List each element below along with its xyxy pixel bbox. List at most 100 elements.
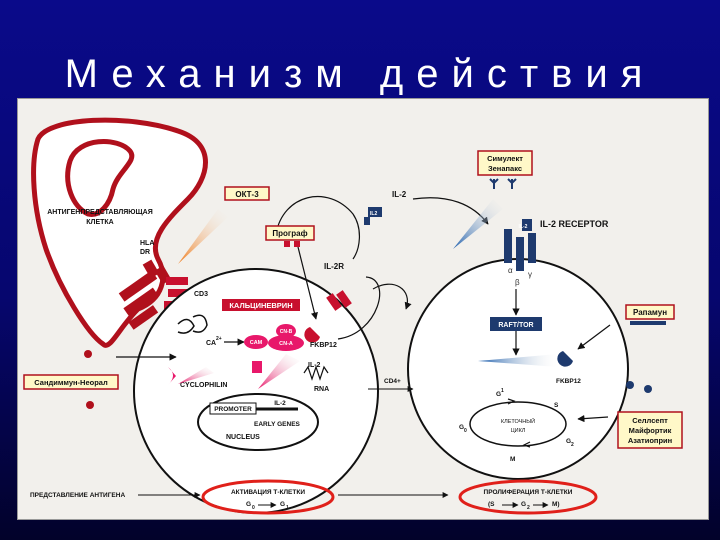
nucleus-label: NUCLEUS [226,434,260,441]
calcineurin-label: КАЛЬЦИНЕВРИН [229,301,292,310]
cell-cycle-label-2: ЦИКЛ [511,428,526,434]
apc-nucleus [65,139,135,217]
cell-cycle-ring [469,401,567,447]
fkbp12-shape [304,327,320,343]
activation-oval [201,479,335,515]
hla-label: HLA [140,240,154,247]
cell-cycle-label-1: КЛЕТОЧНЫЙ [501,417,535,425]
svg-text:(S: (S [488,501,495,508]
antigen-presentation-label: ПРЕДСТАВЛЕНИЕ АНТИГЕНА [30,492,125,499]
il2-small-label: IL2 [370,211,377,217]
il2-molecule [368,207,382,217]
il2r-shape [326,290,352,311]
svg-text:G: G [280,501,285,508]
apc-label-2: КЛЕТКА [86,219,113,226]
alpha-label: α [508,266,513,275]
prograf-label: Програф [272,229,307,238]
cellcept-box [617,411,683,449]
s-label: S [554,402,559,409]
g2-label: G [566,438,571,445]
il2r-label: IL-2R [324,262,344,271]
cyclophilin-shape [168,367,176,385]
cd3-tail [177,318,195,334]
raft-wedge [478,354,558,367]
il2-rna-label-2: RNA [314,386,329,393]
raft-tor-label: RAFT/TOR [498,322,533,329]
rapamune-arrow [577,324,611,350]
dr-label: DR [140,249,150,256]
cellcept-label-1: Селлсепт [632,416,668,425]
sandimmun-molecules [84,350,94,409]
antibody-icon [489,178,517,189]
hla-complex-shapes [118,259,172,330]
beta-label: β [515,278,520,287]
sandimmun-label: Сандиммун-Неорал [34,378,108,387]
svg-text:1: 1 [286,505,289,511]
il2-gene-label: IL-2 [274,400,286,407]
rapamune-box [625,304,675,320]
m-label: M [510,456,515,463]
sandimmun-box [23,374,119,390]
simulect-label-2: Зенапакс [488,164,522,173]
cellcept-molecules [626,381,652,393]
cyclophilin-label: CYCLOPHILIN [180,382,227,389]
fkbp12-right-shape [557,351,573,367]
il2-rr-label: IL-2 [519,224,528,230]
nf-at-shape [252,361,262,373]
cd3-label: CD3 [194,291,208,298]
ca-label: CA [206,340,216,347]
slide-title: Механизм действия [64,52,656,96]
svg-text:G: G [246,501,251,508]
g1-label: G [496,391,501,398]
il2-receptor-label: IL-2 RECEPTOR [540,219,609,229]
svg-text:1: 1 [501,388,504,394]
il2-rna-label-1: IL-2 [308,362,321,369]
proliferation-oval [458,479,598,515]
prograf-box [265,225,315,241]
svg-text:2: 2 [571,442,574,448]
cn-a-shape [268,335,304,351]
g0-label: G [459,424,464,431]
cellcept-arrow [577,414,609,423]
cellcept-label-3: Азатиоприн [628,436,672,445]
cd3-tail-2 [192,314,208,333]
okt3-label: ОКТ-3 [235,190,259,199]
svg-text:0: 0 [252,505,255,511]
okt3-box [224,186,270,201]
tcr-to-il2-curve [275,196,360,260]
il2-top-label: IL-2 [392,190,407,199]
fkbp12-label: FKBP12 [310,342,337,349]
rna-zigzag [303,365,329,381]
cellcept-label-2: Майфортик [629,426,672,435]
early-genes-label: EARLY GENES [254,421,301,428]
calcineurin-box [222,299,300,311]
activation-label: АКТИВАЦИЯ Т-КЛЕТКИ [231,489,305,496]
cam-label: CAM [250,340,263,346]
svg-text:G: G [521,501,526,508]
simulect-label-1: Симулект [487,154,523,163]
svg-text:0: 0 [464,428,467,434]
svg-text:M): M) [552,501,560,508]
diagram-panel: АНТИГЕНПРЕДСТАВЛЯЮЩАЯ КЛЕТКА HLA DR CD3 … [17,98,709,520]
apc-label-1: АНТИГЕНПРЕДСТАВЛЯЮЩАЯ [47,209,153,216]
ca-sup: 2+ [216,336,222,342]
il2-receptor-shape [504,219,536,271]
prograf-to-fkbp-arrow [297,246,318,320]
cam-shape [244,335,268,349]
proliferation-label: ПРОЛИФЕРАЦИЯ Т-КЛЕТКИ [484,489,573,496]
svg-text:2: 2 [527,505,530,511]
cn-b-shape [276,324,296,338]
gamma-label: γ [528,270,532,279]
mechanism-diagram: АНТИГЕНПРЕДСТАВЛЯЮЩАЯ КЛЕТКА HLA DR CD3 … [23,117,683,515]
okt3-wedge [178,209,228,264]
rapamune-label: Рапамун [633,308,667,317]
simulect-box [477,150,533,176]
cn-b-label: CN-B [280,329,293,335]
promoter-label: PROMOTER [214,406,252,413]
cn-a-label: CN-A [279,341,293,347]
fkbp12-right-label: FKBP12 [556,378,581,385]
calcineurin-wedge [258,354,300,389]
raft-tor-box [490,317,542,331]
cd4-label: CD4+ [384,378,401,385]
simulect-wedge [453,199,503,249]
